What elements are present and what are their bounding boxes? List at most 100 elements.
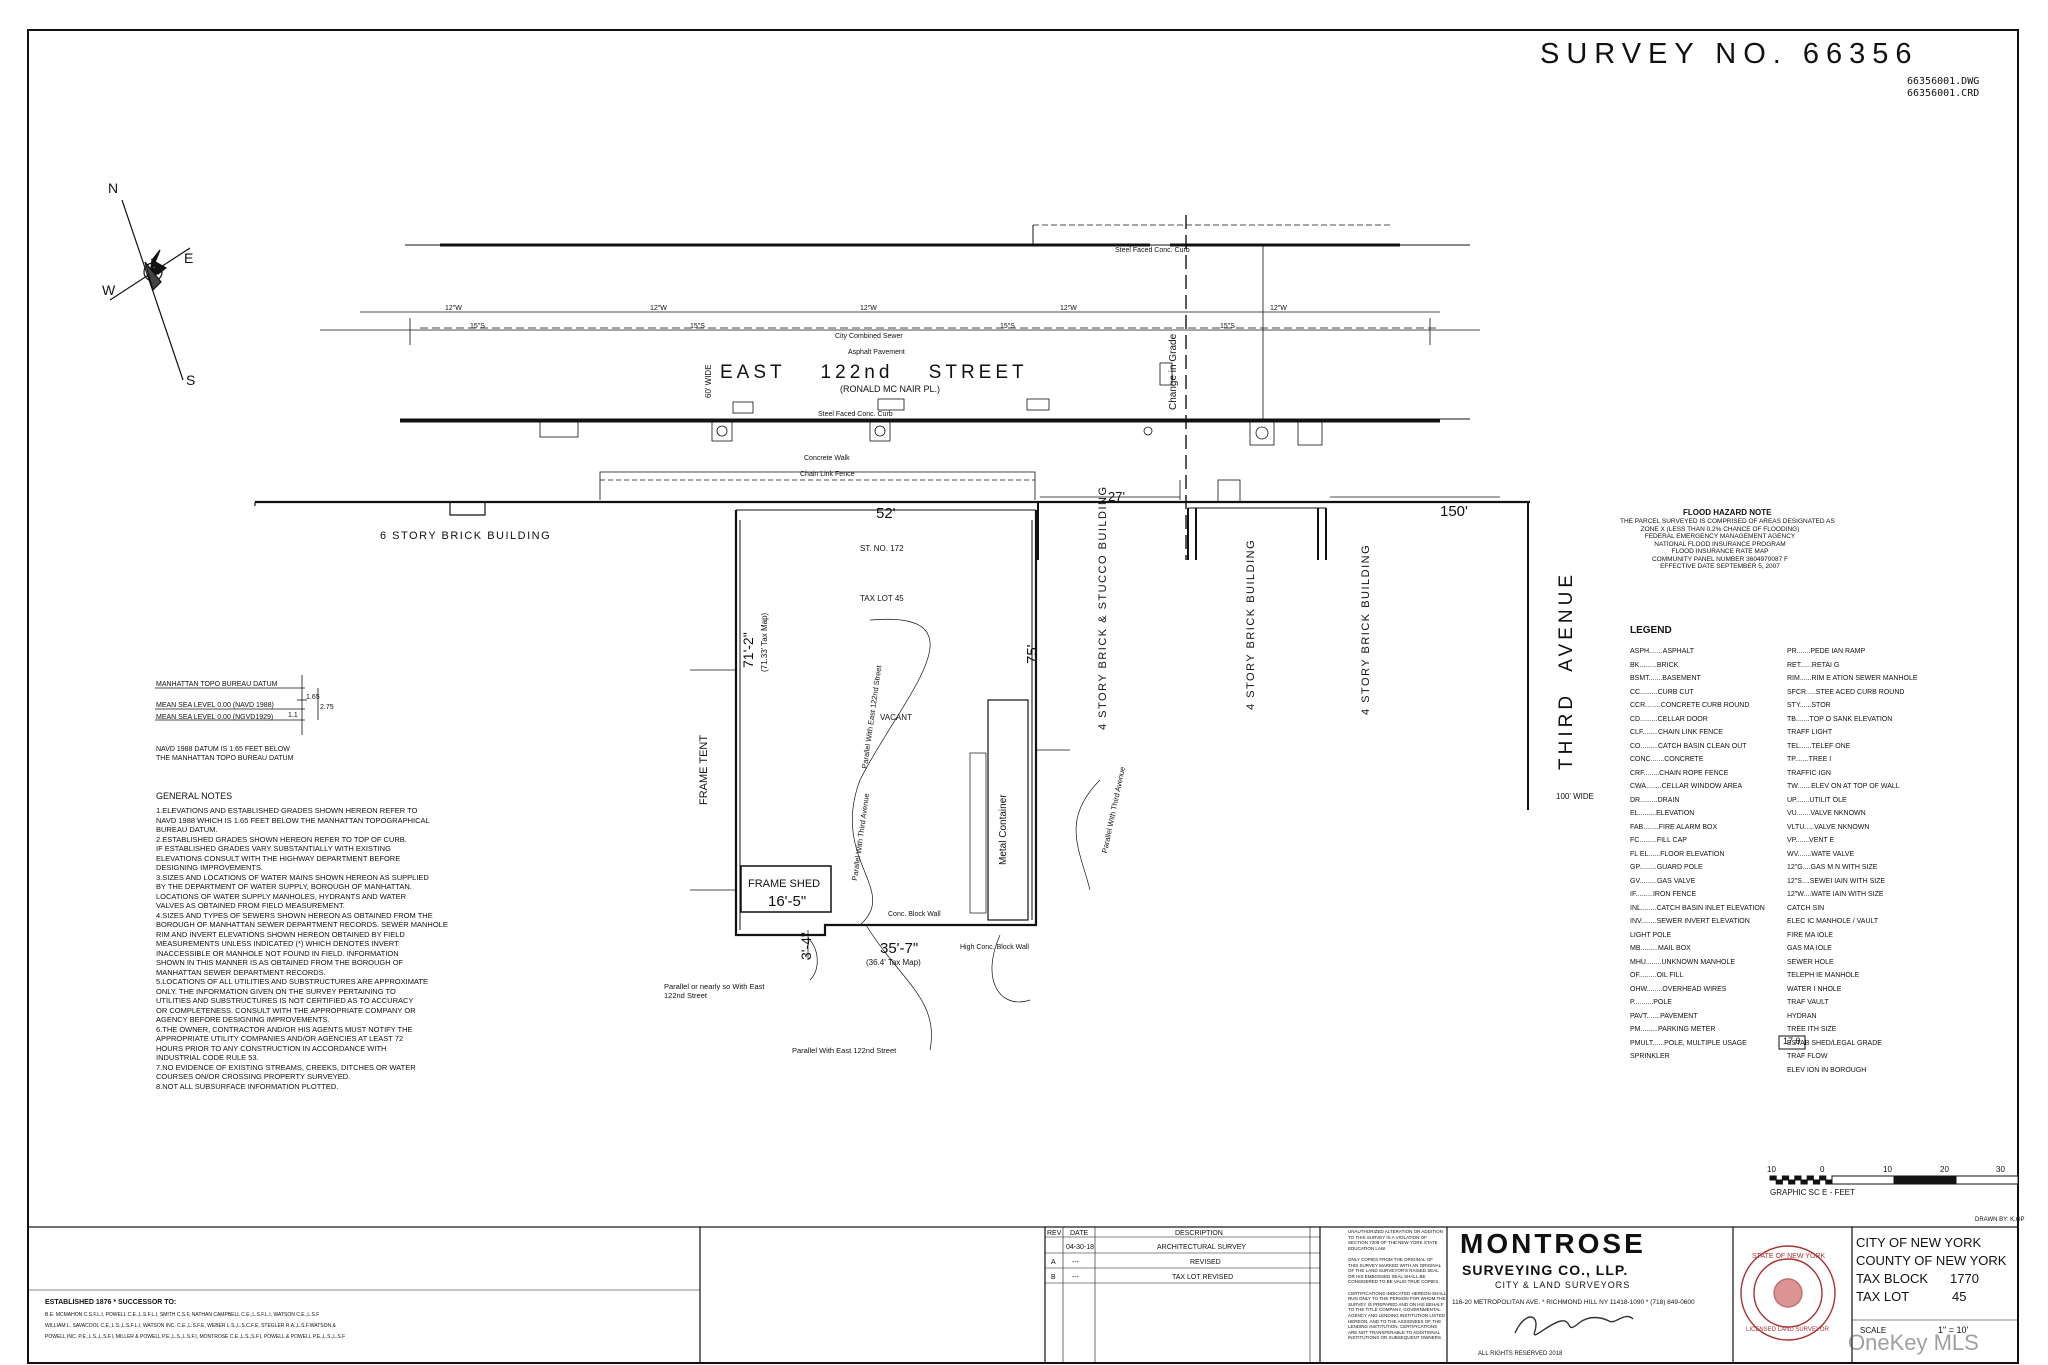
certification-line: LENDING INSTITUTION. CERTIFICATIONS [1348,1324,1438,1330]
lot-west-dim: 71'-2" [740,632,756,668]
legend-item: TREE ITH SIZE [1787,1026,1837,1033]
compass-rose [109,199,191,381]
title-block-frame [27,1226,2019,1364]
company-subtitle: SURVEYING CO., LLP. [1462,1262,1629,1278]
general-note-line: ONLY. THE INFORMATION GIVEN ON THE SURVE… [156,986,396,996]
legend-item: P..........POLE [1630,999,1672,1006]
scale-tick-0: 0 [1820,1165,1825,1174]
general-note-line: 7.NO EVIDENCE OF EXISTING STREAMS, CREEK… [156,1062,416,1072]
general-note-line: INDUSTRIAL CODE RULE 53. [156,1053,259,1062]
east-building-1-label: 4 STORY BRICK & STUCCO BUILDING [1097,485,1109,730]
legend-item: TEL......TELEF ONE [1787,742,1851,750]
scale-segment [1775,1179,1783,1185]
conc-block-wall-label: Conc. Block Wall [888,911,941,918]
rev-header-date: DATE [1070,1230,1089,1237]
certification-line: INSTITUTIONS OR SUBSEQUENT OWNERS. [1348,1335,1443,1341]
successor-line: POWELL INC. P.E.,L.S.,L.S.F.I, MILLER & … [45,1334,346,1340]
scale-segment [1800,1179,1808,1185]
watermark: OneKey MLS [1848,1330,1979,1355]
general-note-line: 2.ESTABLISHED GRADES SHOWN HEREON REFER … [156,834,407,844]
general-note-line: VALVES AS OBTAINED FROM FIELD MEASUREMEN… [156,901,345,910]
street-name: EAST 122nd STREET [720,362,1028,383]
general-note-line: DESIGNING IMPROVEMENTS. [156,863,264,872]
dist-to-corner-dim: 150' [1440,503,1468,520]
sewer-main-label-4: 15"S [1220,323,1235,330]
general-note-line: 4.SIZES AND TYPES OF SEWERS SHOWN HEREON… [156,910,433,920]
north-curb-label: Steel Faced Conc. Curb [1115,247,1190,254]
datum-navd: MEAN SEA LEVEL 0.00 (NAVD 1988) [156,702,274,709]
general-note-line: LOCATIONS OF WATER SUPPLY MANHOLES, HYDR… [156,891,407,901]
legend-item: FC.........FILL CAP [1630,837,1687,844]
street-width: 60' WIDE [704,364,713,398]
legend-item: CLF........CHAIN LINK FENCE [1630,729,1723,736]
tax-lot-value: 45 [1952,1289,1967,1304]
legend-item: EL.........ELEVATION [1630,810,1695,817]
certification-line: THIS SURVEY MARKED WITH AN ORIGINAL [1348,1262,1442,1268]
street-pavement: Asphalt Pavement [848,349,905,356]
rights-reserved: ALL RIGHTS RESERVED 2018 [1478,1351,1563,1357]
datum-note: NAVD 1988 DATUM IS 1.65 FEET BELOW THE M… [156,746,294,762]
grade-change-label: Change in Grade [1168,333,1179,410]
legend-item: 12"G....GAS M N WITH SIZE [1787,864,1878,871]
legend-item: GAS MA IOLE [1787,945,1832,952]
seal-subtext: LICENSED LAND SURVEYOR [1746,1327,1829,1333]
legend-item: TRAF VAULT [1787,999,1829,1006]
legend-item: TW.......ELEV ON AT TOP OF WALL [1787,783,1900,790]
rev-header-rev: REV [1047,1230,1062,1237]
legend-item: TP.......TREE I [1787,756,1832,763]
lot-street-no: ST. NO. 172 [860,544,904,553]
compass-e: E [184,250,194,266]
legend-item: TRAF FLOW [1787,1053,1828,1060]
scale-segment [1893,1175,1957,1185]
datum-v2: 1.1 [288,712,298,719]
parallel-nearly-label: Parallel or nearly so With East 122nd St… [664,982,765,1000]
company-tagline: CITY & LAND SURVEYORS [1495,1280,1631,1290]
legend-item: PMULT......POLE, MULTIPLE USAGE [1630,1039,1747,1047]
scale-caption: GRAPHIC SC E - FEET [1770,1188,1855,1197]
general-note-line: INACCESSIBLE OR MANHOLE NOT FOUND IN FIE… [156,948,399,958]
dimension-lines [807,496,1500,960]
general-note-line: MANHATTAN SEWER DEPARTMENT RECORDS. [156,967,326,977]
legend-item: UP.......UTILIT OLE [1787,796,1847,804]
surveyor-seal [1740,1245,1836,1341]
legend-item: WATER I NHOLE [1787,985,1842,993]
tax-block-value: 1770 [1950,1271,1979,1286]
scale-segment [1781,1175,1790,1181]
flood-note-line: NATIONAL FLOOD INSURANCE PROGRAM [1654,540,1786,548]
west-building-label: 6 STORY BRICK BUILDING [380,530,552,542]
survey-number: SURVEY NO. 66356 [1540,38,1919,70]
legend-item: INV........SEWER INVERT ELEVATION [1630,918,1750,925]
scale-segment [1819,1175,1827,1181]
datum-v3: 2.75 [320,704,334,711]
general-notes-list: 1.ELEVATIONS AND ESTABLISHED GRADES SHOW… [156,806,448,1091]
legend-item: CWA........CELLAR WINDOW AREA [1630,783,1743,790]
certification-line: OF THE LAND SURVEYOR'S RAISED SEAL [1348,1268,1439,1274]
sewer-main-label-1: 15"S [470,323,485,330]
general-notes-title: GENERAL NOTES [156,791,233,801]
frame-shed-outline [740,865,832,913]
legend-item: RIM......RIM E ATION SEWER MANHOLE [1787,675,1918,682]
frame-tent-label: FRAME TENT [698,734,710,805]
tax-lot-label: TAX LOT [1856,1289,1910,1304]
datum-manhattan: MANHATTAN TOPO BUREAU DATUM [156,681,278,688]
south-curb-label: Steel Faced Conc. Curb [818,411,893,418]
legend-item: CATCH SIN [1787,904,1825,912]
legend-item: ELEV ION IN BOROUGH [1787,1066,1867,1074]
east-buildings-walls [1037,502,1529,810]
rev-row-1-date: 04-30-18 [1066,1244,1095,1251]
general-note-line: HOURS PRIOR TO ANY CONSTRUCTION IN ACCOR… [156,1043,387,1053]
certification-line: OR HIS EMBOSSED SEAL SHALL BE [1348,1273,1426,1279]
lot-rear-tax-dim: (36.4' Tax Map) [866,958,921,967]
rev-row-2-rev: A [1051,1259,1056,1266]
legend-item: OHW........OVERHEAD WIRES [1630,985,1727,993]
certification-line: AGENCY AND LENDING INSTITUTION LISTED [1348,1312,1446,1318]
rev-row-2-date: --- [1072,1259,1079,1266]
scale-segment [1788,1179,1796,1185]
datum-v1: 1.65 [306,694,320,701]
scale-segment [1812,1179,1821,1185]
general-note-line: ELEVATIONS CONSULT WITH THE HIGHWAY DEPA… [156,853,401,863]
legend-item: ASPH.......ASPHALT [1630,648,1695,655]
